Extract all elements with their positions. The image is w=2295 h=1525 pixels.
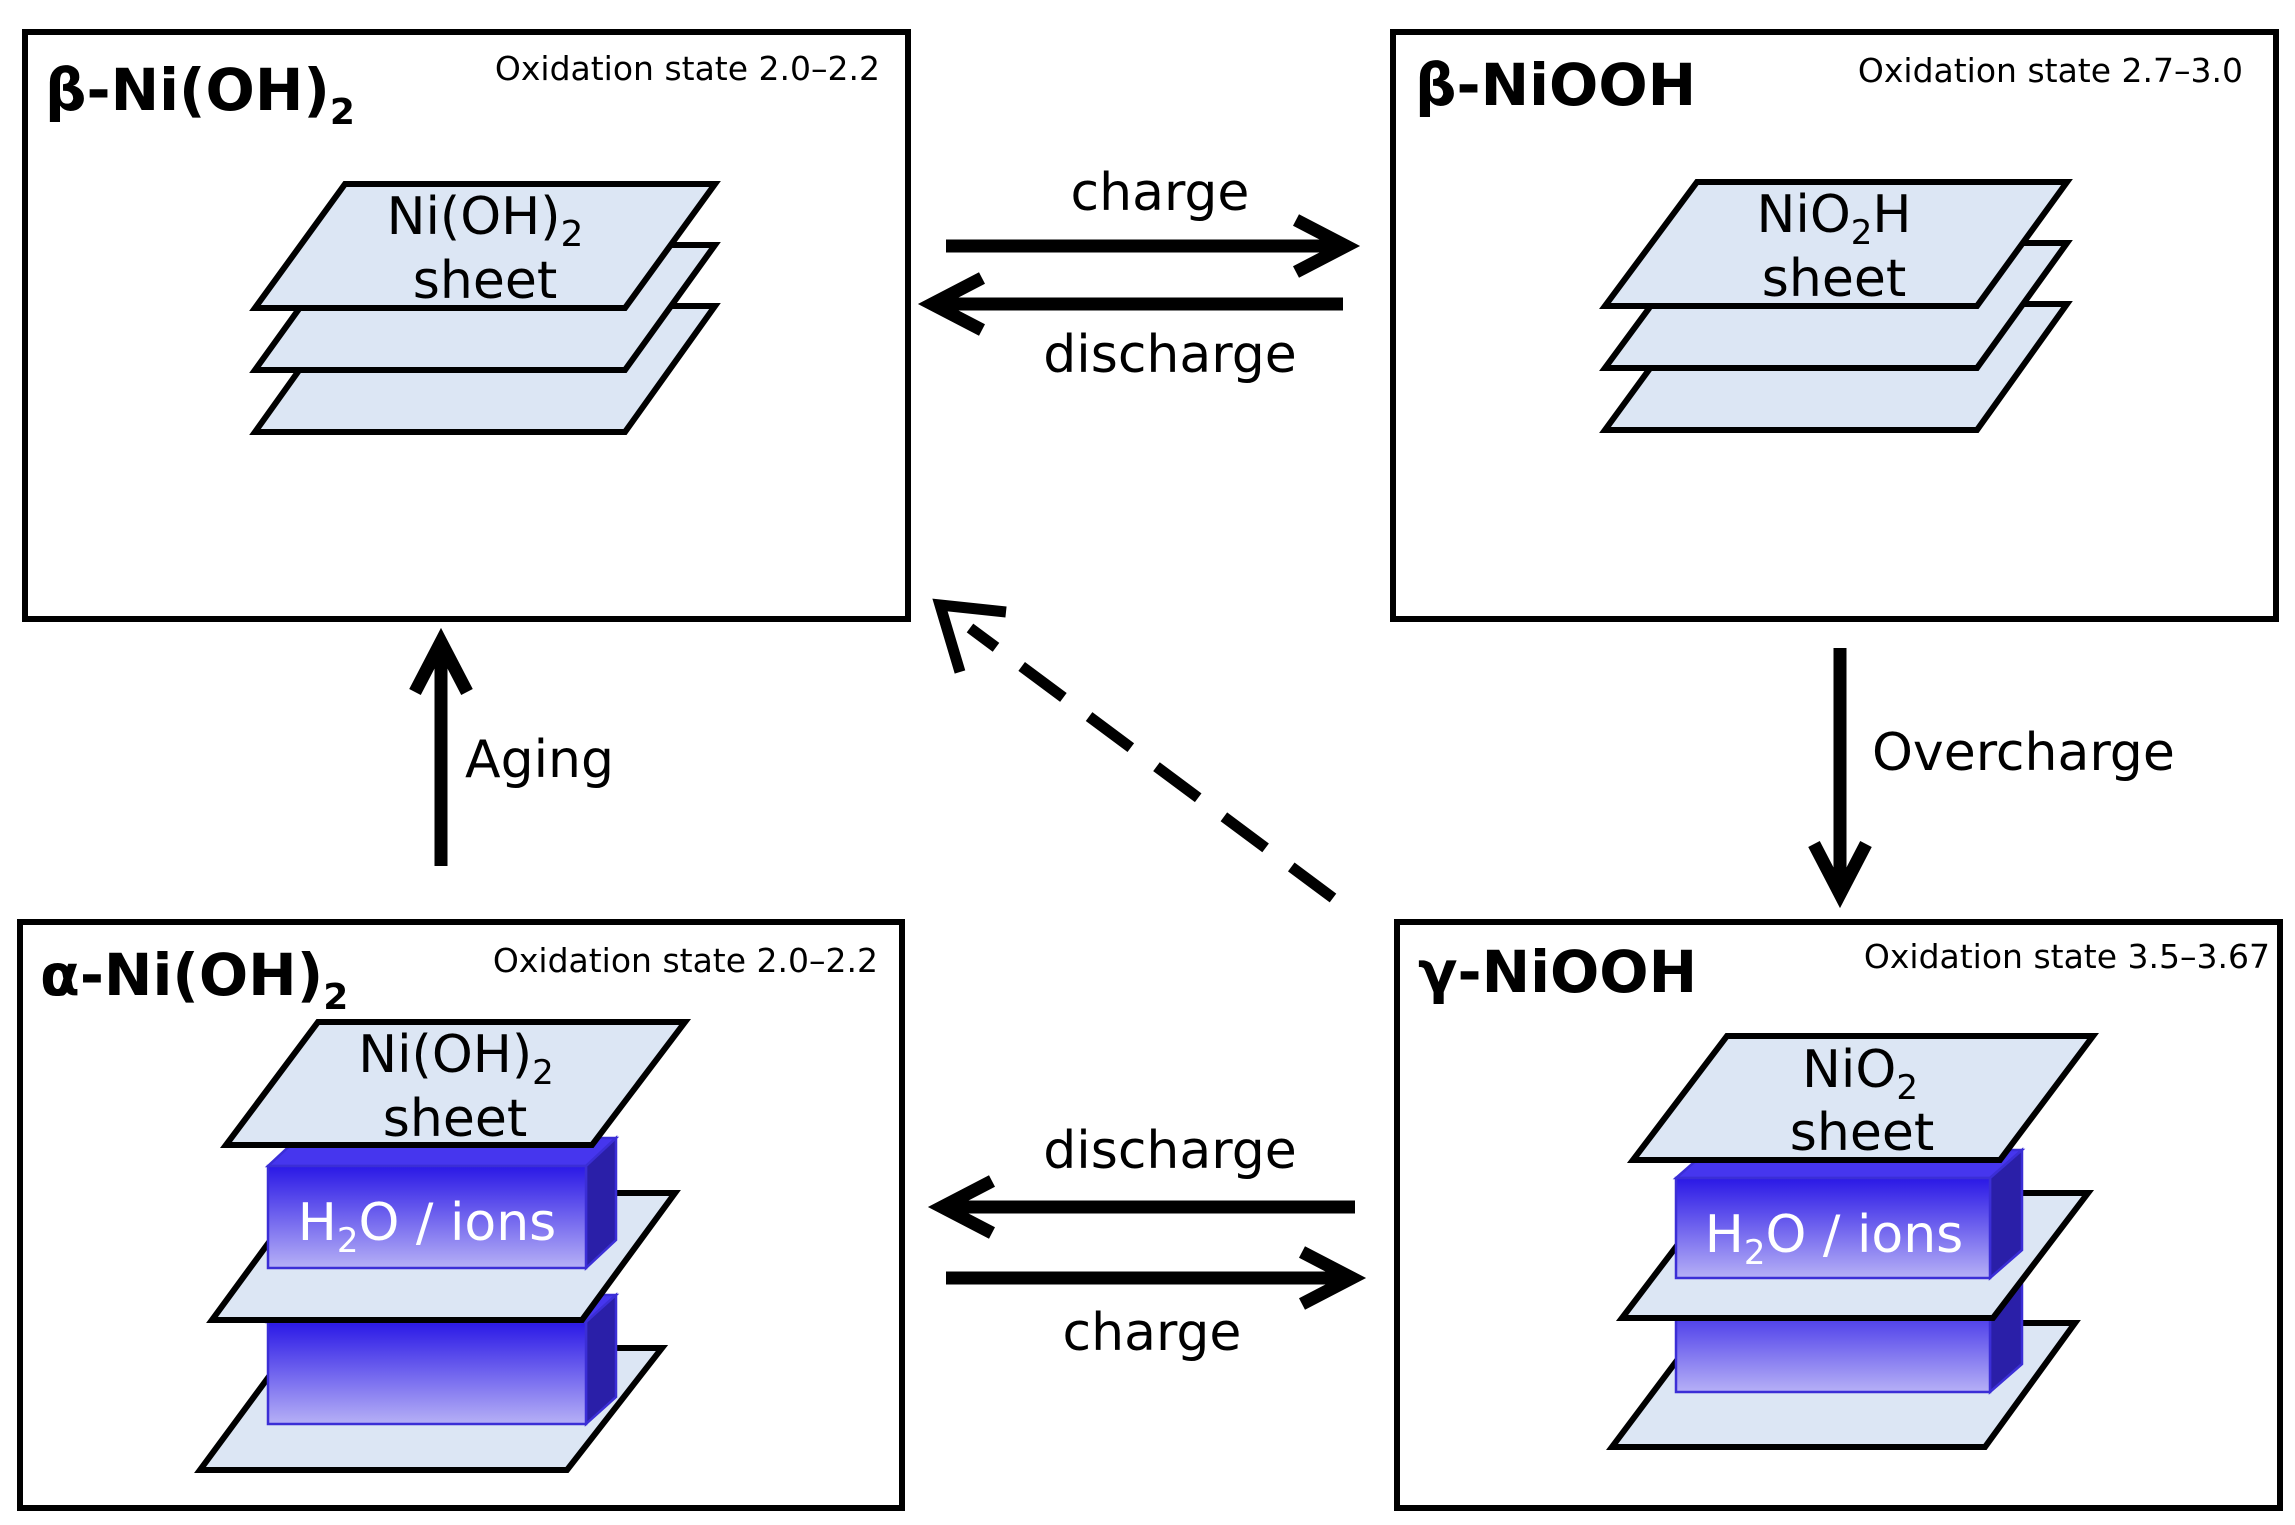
layer-stack [194, 1019, 692, 1473]
sheet-formula-label: Ni(OH)2 [358, 1025, 554, 1093]
layer-sheet [249, 181, 721, 311]
sheet-stack [1599, 179, 2073, 433]
arrow-bottom-charge [946, 1246, 1367, 1310]
interlayer-label: H2O / ions [1705, 1205, 1964, 1273]
layer-sheet [220, 1019, 692, 1148]
panel-gamma-niooh: γ-NiOOH Oxidation state 3.5–3.67 NiO2 sh… [1394, 919, 2283, 1511]
label-discharge: discharge [1043, 325, 1296, 385]
label-aging: Aging [465, 730, 614, 790]
sheet-formula-label: NiO2H [1756, 185, 1911, 253]
arrow-top-charge [946, 214, 1361, 278]
interlayer-label: H2O / ions [298, 1193, 557, 1261]
interlayer-block [1672, 1147, 2026, 1281]
panel-beta-ni-oh2: β-Ni(OH)2 Oxidation state 2.0–2.2 Ni(OH)… [22, 29, 911, 622]
panel-title: β-Ni(OH)2 [45, 56, 355, 133]
layer-stack [1606, 1033, 2099, 1450]
label-charge: charge [1063, 1303, 1242, 1363]
oxidation-state-label: Oxidation state 2.0–2.2 [495, 49, 880, 88]
oxidation-state-label: Oxidation state 3.5–3.67 [1864, 937, 2270, 976]
sheet-label: sheet [413, 251, 557, 311]
arrow-aging [409, 627, 473, 866]
panel-title: α-Ni(OH)2 [40, 941, 348, 1018]
arrow-bottom-discharge [927, 1175, 1355, 1239]
layer-sheet [1599, 179, 2073, 309]
sheet-stack [249, 181, 721, 435]
panel-title: β-NiOOH [1415, 51, 1696, 119]
sheet-label: sheet [1790, 1103, 1934, 1163]
panel-alpha-ni-oh2: α-Ni(OH)2 Oxidation state 2.0–2.2 Ni(OH)… [17, 919, 905, 1511]
label-charge: charge [1071, 163, 1250, 223]
arrow-top-discharge [917, 272, 1343, 336]
layer-sheet [1626, 1033, 2099, 1163]
arrow-overcharge [1808, 648, 1872, 909]
oxidation-state-label: Oxidation state 2.0–2.2 [493, 941, 878, 980]
sheet-label: sheet [1762, 249, 1906, 309]
label-discharge: discharge [1043, 1121, 1296, 1181]
panel-title: γ-NiOOH [1418, 938, 1697, 1006]
sheet-formula-label: Ni(OH)2 [387, 187, 584, 255]
arrow-dashed-gamma-to-beta [932, 598, 1337, 903]
panel-beta-niooh: β-NiOOH Oxidation state 2.7–3.0 NiO2H sh… [1390, 29, 2279, 622]
label-overcharge: Overcharge [1872, 723, 2175, 783]
oxidation-state-label: Oxidation state 2.7–3.0 [1858, 51, 2243, 90]
sheet-label: sheet [383, 1089, 527, 1149]
sheet-formula-label: NiO2 [1802, 1040, 1918, 1108]
